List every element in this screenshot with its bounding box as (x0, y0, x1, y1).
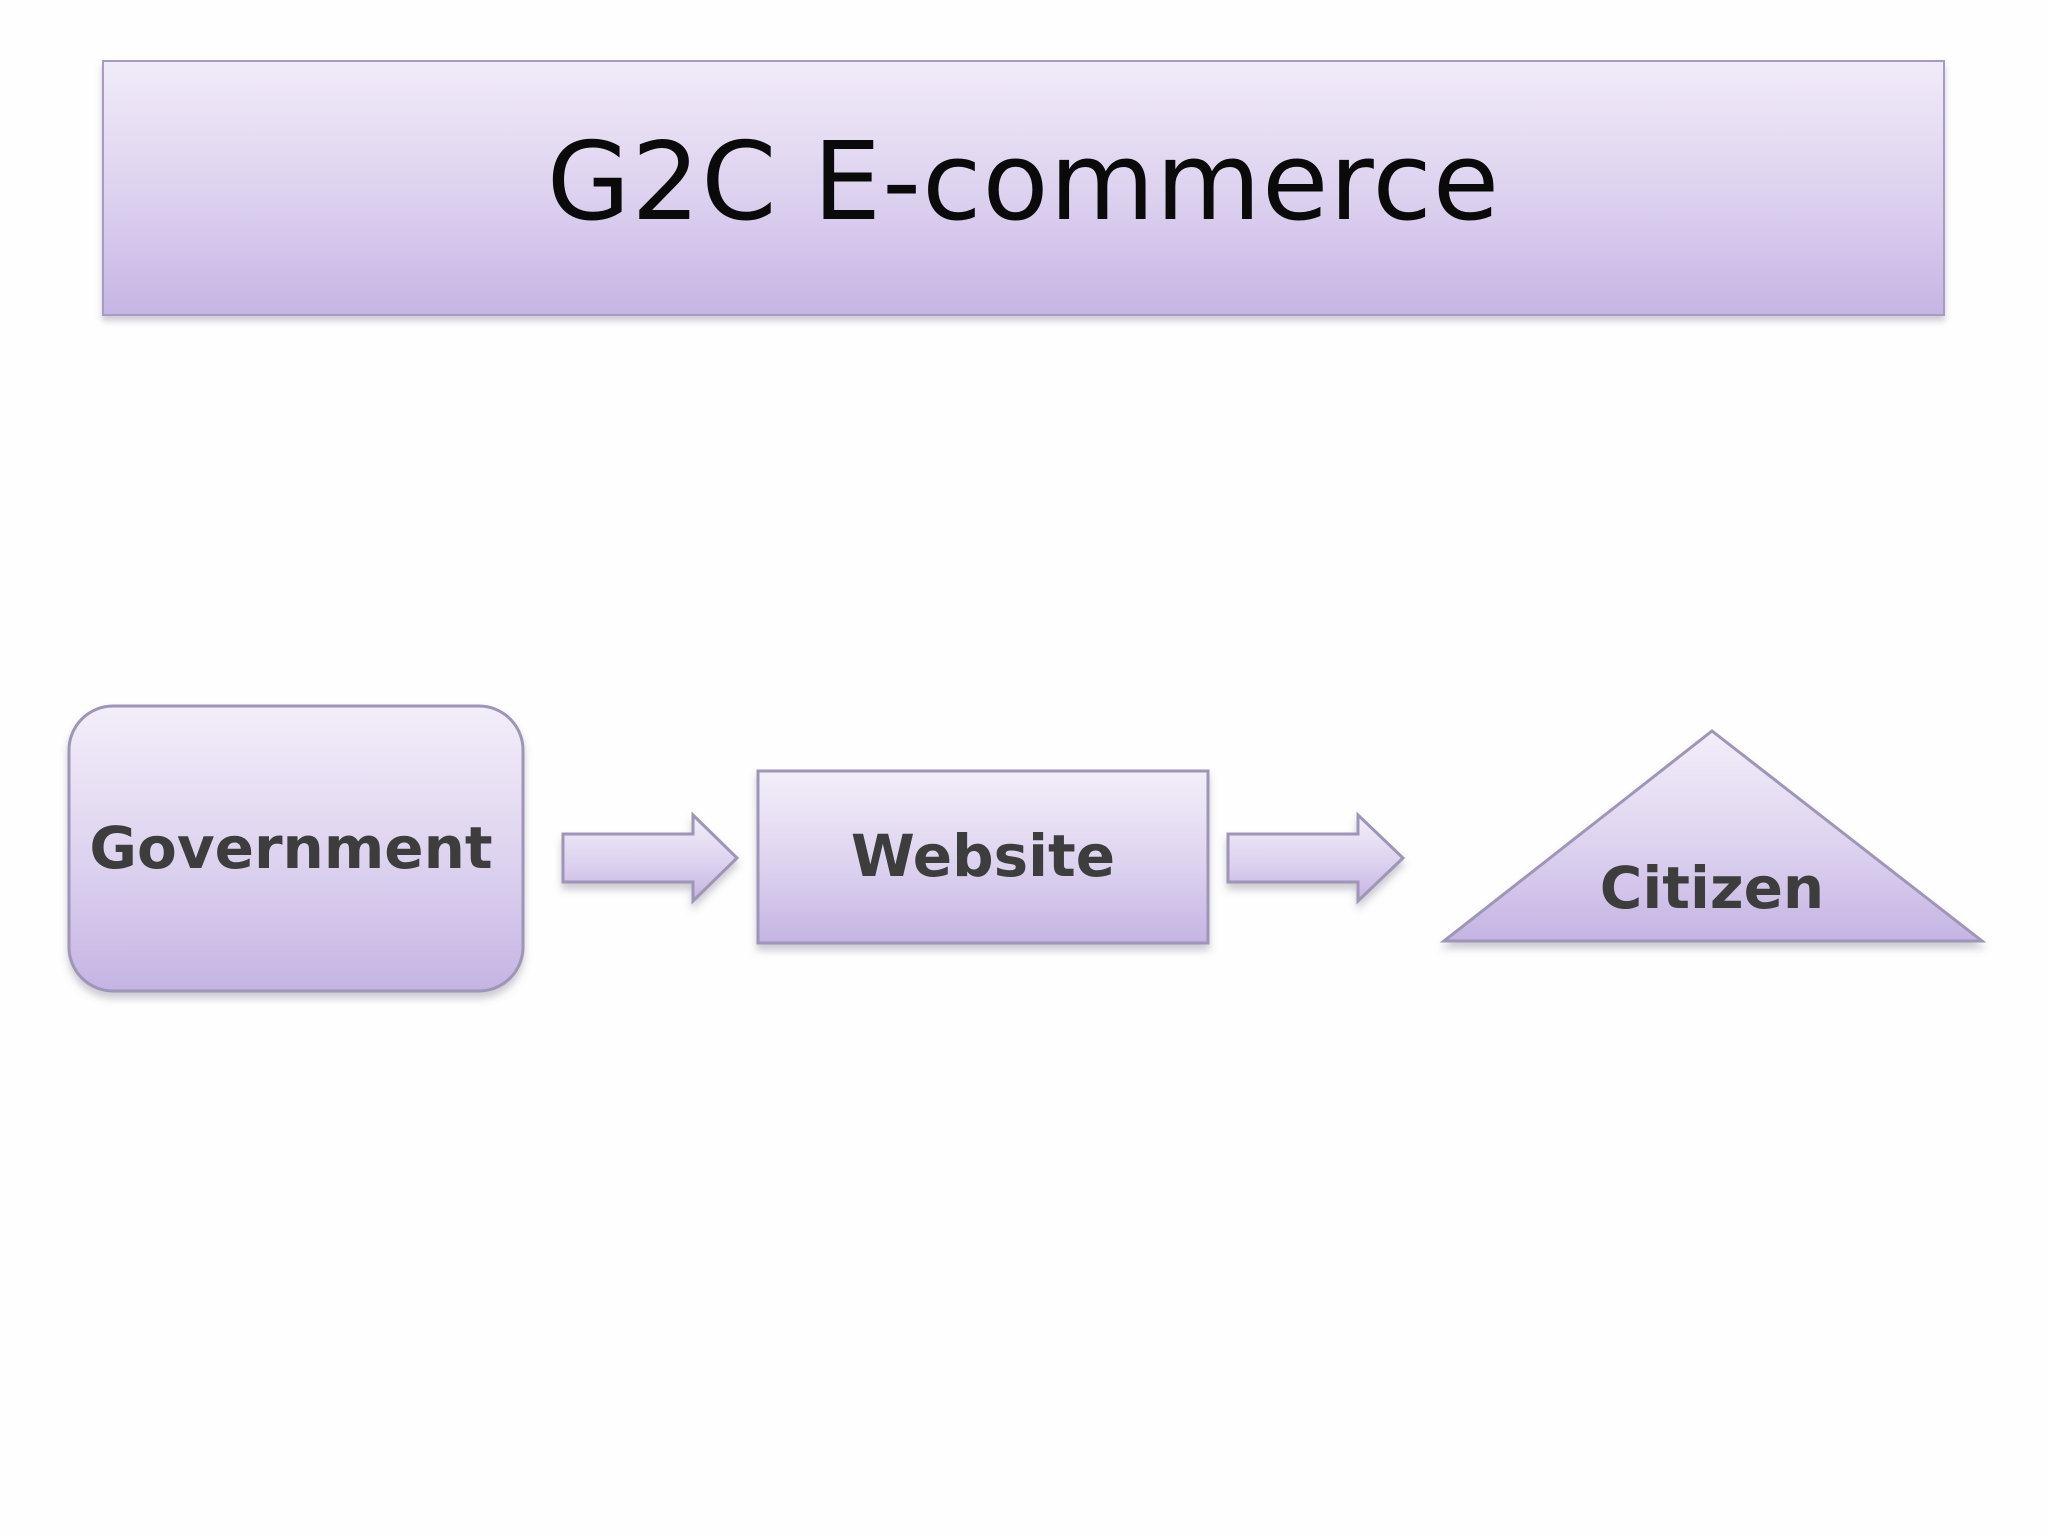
government-shape (67, 704, 525, 993)
government-label: Government (89, 814, 492, 882)
slide-title: G2C E-commerce (546, 119, 1501, 245)
arrow-website-to-citizen (1226, 811, 1406, 905)
title-banner: G2C E-commerce (102, 60, 1945, 316)
website-label: Website (851, 822, 1115, 890)
citizen-shape (1439, 729, 1987, 943)
node-citizen: Citizen (1439, 729, 1987, 943)
website-shape (756, 769, 1210, 945)
arrow-government-to-website (561, 811, 740, 905)
node-government: Government (67, 704, 525, 993)
node-website: Website (756, 769, 1210, 945)
citizen-label: Citizen (1600, 854, 1824, 922)
